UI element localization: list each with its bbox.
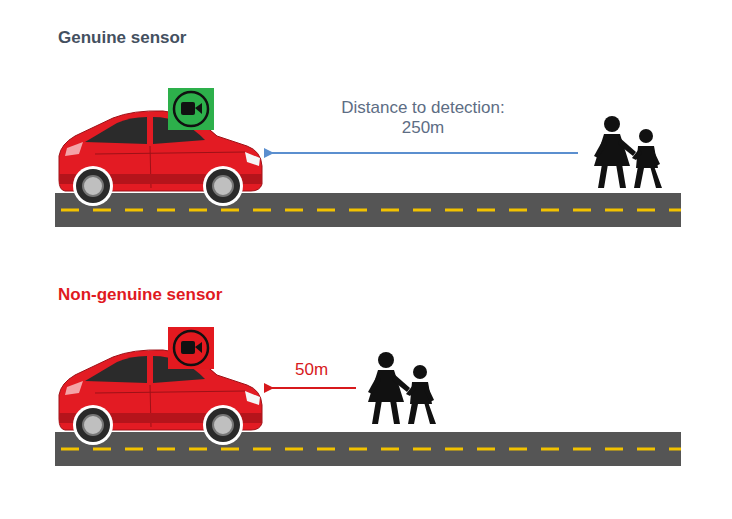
car (59, 350, 262, 445)
distance-arrow (272, 387, 356, 389)
panel-heading: Genuine sensor (58, 28, 186, 48)
road (55, 432, 681, 466)
car (59, 111, 262, 206)
road (55, 193, 681, 227)
camera-icon (168, 327, 214, 369)
children-silhouette (594, 116, 662, 188)
distance-label: Distance to detection: 250m (323, 98, 523, 139)
distance-label: 50m (295, 360, 328, 380)
camera-icon (168, 88, 214, 130)
children-silhouette (368, 352, 436, 424)
distance-arrow (272, 152, 578, 154)
panel-heading: Non-genuine sensor (58, 285, 222, 305)
